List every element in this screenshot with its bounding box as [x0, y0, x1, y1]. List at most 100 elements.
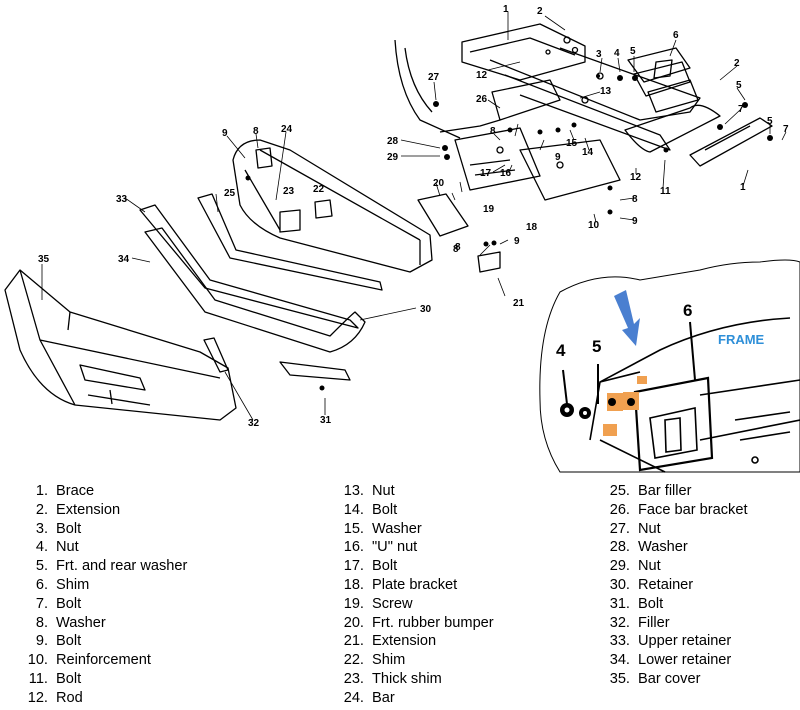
- legend-part-name: Washer: [638, 539, 688, 556]
- legend-number: 26.: [609, 501, 630, 518]
- legend-item: 5.Frt. and rear washer: [18, 557, 188, 576]
- callout-label: 31: [320, 415, 332, 426]
- callout-label: 13: [600, 86, 612, 97]
- callout-label: 25: [224, 188, 236, 199]
- legend-number: 4.: [35, 539, 48, 556]
- legend-part-name: Bolt: [56, 633, 82, 650]
- legend-part-name: Face bar bracket: [638, 501, 748, 518]
- legend-part-name: Brace: [56, 483, 95, 499]
- legend-item: 10.Reinforcement: [18, 651, 187, 670]
- legend-item: 15.Washer: [332, 520, 494, 539]
- legend-number: 20.: [343, 614, 364, 631]
- legend-part-name: Screw: [372, 595, 413, 612]
- legend-item: 2.Extension: [18, 501, 187, 520]
- legend-item: 25.Bar filler: [598, 482, 748, 501]
- inset-callout-label: 5: [592, 337, 601, 356]
- callout-label: 9: [514, 236, 520, 247]
- callout-label: 34: [118, 254, 130, 265]
- callout-label: 8: [453, 244, 459, 255]
- legend-number: 17.: [343, 558, 364, 575]
- legend-item: 18. Plate bracket: [332, 576, 494, 595]
- legend-column-2: 13.Nut 14.Bolt 15.Washer 16."U" nut 17.B…: [332, 482, 494, 708]
- legend-part-name: Plate bracket: [372, 576, 458, 593]
- callout-label: 11: [660, 186, 671, 197]
- callout-label: 27: [428, 72, 440, 83]
- legend-part-name: Nut: [56, 539, 79, 556]
- legend-part-name: Nut: [638, 520, 661, 537]
- brace-right: [689, 117, 773, 167]
- callout-label: 29: [387, 152, 399, 163]
- filler: [203, 337, 229, 373]
- inset-callout-label: 4: [556, 341, 566, 360]
- legend-part-name: Washer: [56, 614, 106, 631]
- legend-part-name: Upper retainer: [638, 633, 732, 650]
- face-bar-bracket: [454, 79, 621, 201]
- callout-label: 16: [500, 168, 512, 179]
- callout-label: 1: [503, 4, 509, 15]
- callout-label: 21: [513, 298, 525, 309]
- frame-label: FRAME: [718, 332, 765, 347]
- legend-part-name: Washer: [372, 520, 422, 537]
- callout-label: 5: [736, 80, 742, 91]
- callout-label: 22: [313, 184, 325, 195]
- callout-label: 24: [281, 124, 293, 135]
- arrow-icon: [614, 290, 640, 346]
- legend-item: 1. Brace: [18, 482, 187, 501]
- exploded-bumper-diagram: 1 2 3 4 5 6 27 12 26 13 2 5 7 5 7 28 29 …: [4, 4, 800, 473]
- callout-label: 5: [630, 46, 636, 57]
- rod: [624, 104, 721, 153]
- callout-label: 32: [248, 418, 260, 429]
- legend-item: 22.Shim: [332, 651, 494, 670]
- legend-number: 3.: [35, 520, 48, 537]
- legend-number: 28.: [609, 539, 630, 556]
- legend-item: 30.Retainer: [598, 576, 748, 595]
- legend-number: 25.: [609, 483, 630, 499]
- legend-number: 1.: [35, 483, 48, 499]
- legend-item: 8.Washer: [18, 614, 187, 633]
- callout-label: 8: [632, 194, 638, 205]
- legend-part-name: "U" nut: [372, 539, 418, 556]
- callout-label: 2: [537, 6, 543, 17]
- legend-number: 33.: [609, 633, 630, 650]
- callout-label: 4: [614, 48, 620, 59]
- callout-label: 19: [483, 204, 495, 215]
- legend-item: 6.Shim: [18, 576, 187, 595]
- legend-part-name: Bar cover: [638, 670, 701, 687]
- legend-item: 27. Nut: [598, 520, 748, 539]
- legend-item: 4. Nut: [18, 538, 187, 557]
- callout-label: 35: [38, 254, 50, 265]
- callout-label: 9: [222, 128, 228, 139]
- legend-number: 7.: [35, 595, 48, 612]
- legend-part-name: Thick shim: [372, 670, 442, 687]
- legend-part-name: Extension: [372, 633, 437, 650]
- legend-part-name: Filler: [638, 614, 670, 631]
- callout-label: 8: [253, 126, 259, 137]
- callout-label: 5: [767, 116, 773, 127]
- legend-part-name: Nut: [372, 483, 395, 499]
- legend-part-name: Frt. and rear washer: [56, 558, 188, 575]
- legend-number: 19.: [343, 595, 364, 612]
- callout-label: 1: [740, 182, 746, 193]
- legend-item: 24.Bar: [332, 689, 494, 708]
- legend-number: 14.: [343, 501, 364, 518]
- callout-label: 23: [283, 186, 295, 197]
- legend-number: 6.: [35, 576, 48, 593]
- frame-rail-assembly: [394, 23, 701, 151]
- callout-label: 7: [738, 104, 744, 115]
- legend-number: 30.: [609, 576, 630, 593]
- legend-item: 34.Lower retainer: [598, 651, 748, 670]
- callout-label: 15: [566, 138, 578, 149]
- callout-label: 26: [476, 94, 488, 105]
- callout-label: 17: [480, 168, 492, 179]
- legend-item: 31.Bolt: [598, 595, 748, 614]
- callout-label: 2: [734, 58, 740, 69]
- legend-number: 27.: [609, 520, 630, 537]
- legend-number: 18.: [343, 576, 364, 593]
- legend-number: 31.: [609, 595, 630, 612]
- legend-item: 12.Rod: [18, 689, 187, 708]
- callout-label: 12: [630, 172, 642, 183]
- legend-part-name: Frt. rubber bumper: [372, 614, 494, 631]
- legend-part-name: Reinforcement: [56, 652, 151, 669]
- legend-item: 11.Bolt: [18, 670, 187, 689]
- bar: [232, 139, 433, 273]
